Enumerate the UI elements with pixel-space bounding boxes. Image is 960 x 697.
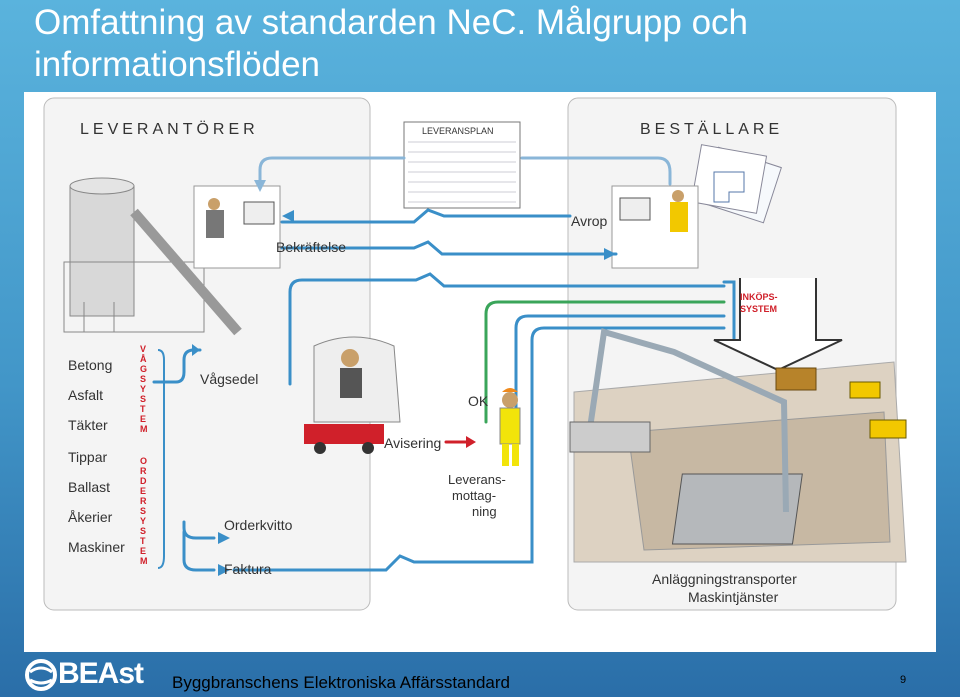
- diagram-panel: LEVERANTÖRER BESTÄLLARE LEVERANSPLAN: [24, 92, 936, 652]
- delivery-plan-arrow: [258, 156, 406, 190]
- invoice-incoming-flow: [182, 530, 216, 572]
- delivery-receiver-illustration: [499, 388, 521, 466]
- svg-text:R: R: [140, 466, 147, 476]
- svg-text:V: V: [140, 344, 146, 354]
- svg-text:T: T: [140, 404, 146, 414]
- footer-text: Byggbranschens Elektroniska Affärsstanda…: [172, 673, 510, 692]
- call-off-flow: [280, 208, 572, 224]
- svg-text:R: R: [140, 496, 147, 506]
- truck-driver-illustration: [304, 336, 401, 454]
- buyers-title: BESTÄLLARE: [640, 120, 783, 138]
- svg-text:E: E: [140, 486, 146, 496]
- weighing-system-vertical-label: V Å G S Y S T E M: [140, 344, 148, 434]
- svg-text:S: S: [140, 506, 146, 516]
- svg-text:S: S: [140, 394, 146, 404]
- notification-label: Avisering: [384, 435, 441, 451]
- weighing-note-flow: [288, 272, 726, 386]
- beast-logo-icon: [25, 659, 57, 691]
- slide-title: Omfattning av standarden NeC. Målgrupp o…: [34, 3, 748, 84]
- svg-text:Y: Y: [140, 516, 146, 526]
- page-number: 9: [900, 674, 907, 686]
- delivery-receipt-line-3: ning: [472, 504, 497, 519]
- delivery-receipt-line-2: mottag-: [452, 488, 496, 503]
- ok-label: OK: [468, 393, 489, 409]
- delivery-plan-arrow-buyer: [520, 156, 672, 186]
- weighing-note-label: Vågsedel: [200, 371, 258, 387]
- svg-text:Y: Y: [140, 384, 146, 394]
- supplier-type-maskiner: Maskiner: [68, 539, 125, 555]
- buyer-workstation-illustration: [611, 185, 699, 269]
- supplier-type-taekter: Täkter: [68, 417, 108, 433]
- flow-diagram: LEVERANTÖRER BESTÄLLARE LEVERANSPLAN: [43, 97, 907, 611]
- suppliers-title: LEVERANTÖRER: [80, 120, 259, 138]
- svg-text:M: M: [140, 424, 148, 434]
- svg-text:T: T: [140, 536, 146, 546]
- svg-text:S: S: [140, 374, 146, 384]
- confirmation-flow: [280, 240, 618, 256]
- svg-text:M: M: [140, 556, 148, 566]
- confirmation-label: Bekräftelse: [276, 239, 346, 255]
- order-receipt-label: Orderkvitto: [224, 517, 293, 533]
- svg-text:D: D: [140, 476, 147, 486]
- supplier-type-ballast: Ballast: [68, 479, 110, 495]
- buyer-caption-line-1: Anläggningstransporter: [652, 571, 797, 587]
- svg-text:O: O: [140, 456, 147, 466]
- supplier-type-tippar: Tippar: [68, 449, 108, 465]
- purchase-system-label-2: SYSTEM: [740, 304, 777, 314]
- svg-text:Å: Å: [140, 354, 147, 364]
- call-off-label: Avrop: [571, 213, 608, 229]
- system-link-flow: [152, 348, 202, 384]
- supplier-workstation-illustration: [193, 185, 281, 269]
- ok-flow: [484, 300, 726, 424]
- construction-site-illustration: [569, 328, 907, 563]
- invoice-label: Faktura: [224, 561, 272, 577]
- delivery-plan-label: LEVERANSPLAN: [422, 126, 494, 136]
- notification-flow: [514, 314, 726, 444]
- svg-text:S: S: [140, 526, 146, 536]
- svg-text:E: E: [140, 414, 146, 424]
- concrete-silo-illustration: [63, 177, 242, 336]
- buyer-caption-line-2: Maskintjänster: [688, 589, 779, 605]
- blueprint-documents: [690, 144, 782, 224]
- invoice-flow: [232, 326, 726, 572]
- order-receipt-flow: [182, 520, 216, 540]
- order-system-vertical-label: O R D E R S Y S T E M: [140, 456, 148, 566]
- delivery-plan-document: LEVERANSPLAN: [403, 121, 521, 209]
- beast-logo: BEAst: [24, 655, 158, 695]
- system-bracket: [157, 349, 165, 569]
- purchase-system-input: [722, 280, 736, 344]
- svg-text:E: E: [140, 546, 146, 556]
- delivery-receipt-line-1: Leverans-: [448, 472, 506, 487]
- supplier-type-akerier: Åkerier: [68, 509, 113, 525]
- beast-logo-text: BEAst: [58, 657, 144, 690]
- svg-text:G: G: [140, 364, 147, 374]
- supplier-type-asfalt: Asfalt: [68, 387, 103, 403]
- supplier-type-betong: Betong: [68, 357, 112, 373]
- purchase-system-label-1: INKÖPS-: [740, 292, 778, 302]
